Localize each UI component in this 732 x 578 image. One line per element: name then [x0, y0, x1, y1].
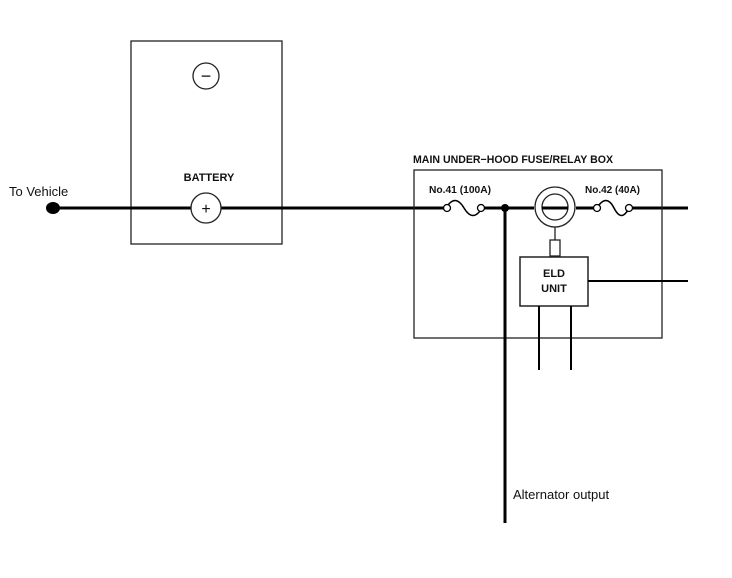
battery-positive-sign: +: [201, 201, 210, 218]
battery-positive-terminal: [190, 192, 222, 224]
fuse-41-symbol: [445, 199, 483, 217]
fuse-41-label: No.41 (100A): [429, 185, 491, 196]
eld-unit-label-line2: UNIT: [541, 283, 567, 295]
battery-label: BATTERY: [184, 172, 235, 184]
alternator-label: Alternator output: [513, 487, 610, 502]
fuse-41-terminal-right: [476, 203, 486, 213]
eld-unit-label-line1: ELD: [543, 268, 565, 280]
vehicle-terminal-dot: [46, 202, 60, 214]
battery-negative-terminal: [192, 62, 220, 90]
fuse-42-label: No.42 (40A): [585, 185, 640, 196]
battery-box: [130, 40, 283, 245]
fuse-42-terminal-left: [592, 203, 602, 213]
fuse-41-terminal-left: [442, 203, 452, 213]
eld-unit-box: [519, 256, 589, 307]
fuse-42-symbol: [596, 199, 630, 217]
battery-negative-sign: −: [201, 66, 212, 86]
to-vehicle-label: To Vehicle: [9, 184, 68, 199]
sensor-connector: [549, 239, 561, 257]
fuse-42-terminal-right: [624, 203, 634, 213]
fuse-box-title: MAIN UNDER−HOOD FUSE/RELAY BOX: [413, 154, 614, 166]
